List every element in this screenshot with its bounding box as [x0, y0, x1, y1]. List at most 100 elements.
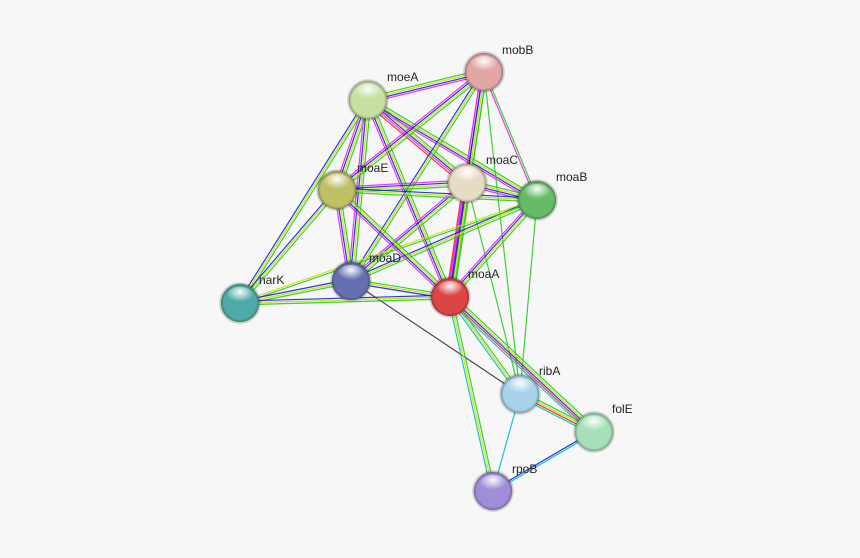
edge-moeA-moaA	[370, 98, 454, 297]
edge-moeA-moaC	[365, 102, 465, 187]
edge-moeA-moaC	[367, 99, 468, 184]
edge-folE-rpoB	[493, 432, 595, 493]
node-moaA[interactable]: moaA	[429, 267, 499, 318]
edge-moaE-moaA	[334, 191, 449, 300]
edge-moaB-narK	[239, 198, 537, 303]
edge-moaC-moaD	[349, 181, 467, 281]
node-label-moaC: moaC	[486, 153, 518, 167]
node-shade-ribA	[499, 373, 541, 415]
node-narK[interactable]: narK	[219, 273, 284, 324]
edge-moeA-narK	[237, 98, 367, 303]
node-moeA[interactable]: moeA	[347, 70, 418, 121]
node-moaE[interactable]: moaE	[316, 161, 388, 211]
edge-moaC-moaE	[336, 181, 467, 190]
node-highlight-moaA	[437, 281, 463, 299]
node-shade-narK	[219, 282, 261, 324]
nodes-layer: mobB moeA moaC moaB moaE moaD moaA narK ribA folE…	[219, 43, 633, 512]
edge-moaE-narK	[239, 189, 338, 304]
node-shade-mobB	[463, 51, 505, 93]
edge-mobB-moaD	[350, 71, 485, 282]
edge-moeA-moaC	[366, 100, 467, 185]
edge-mobB-moaD	[352, 72, 487, 283]
edge-moaA-folE	[449, 296, 595, 433]
node-label-moaA: moaA	[468, 267, 499, 281]
node-shade-moaA	[429, 276, 471, 318]
node-highlight-mobB	[471, 56, 497, 74]
edge-moaA-rpoB	[451, 296, 496, 491]
node-highlight-moeA	[355, 84, 381, 102]
edge-moeA-moaC	[368, 98, 469, 183]
edge-mobB-ribA	[483, 71, 521, 395]
node-ribA[interactable]: ribA	[499, 364, 560, 415]
edge-moaA-folE	[448, 297, 594, 434]
edge-mobB-moaE	[334, 69, 483, 189]
node-highlight-moaD	[338, 265, 364, 283]
edge-moeA-moaB	[366, 101, 536, 203]
edge-moeA-moaD	[349, 99, 368, 281]
edge-moaC-moaD	[351, 183, 469, 283]
edge-moaD-ribA	[350, 280, 521, 395]
edge-moeA-mobB	[368, 74, 485, 104]
node-shade-moaB	[516, 179, 558, 221]
edge-moaA-rpoB	[449, 296, 494, 492]
edge-moeA-moaB	[369, 97, 539, 199]
edge-moaC-moaA	[451, 183, 470, 298]
node-label-moaB: moaB	[556, 170, 587, 184]
edge-moeA-moaA	[364, 100, 448, 299]
node-moaB[interactable]: moaB	[516, 170, 587, 221]
edge-moaC-moaA	[453, 183, 472, 298]
edge-moeA-narK	[239, 99, 369, 304]
node-shade-moaC	[446, 162, 488, 204]
node-label-folE: folE	[612, 402, 633, 416]
edge-moaE-narK	[238, 188, 337, 303]
edge-moaA-narK	[239, 296, 451, 304]
node-moaC[interactable]: moaC	[446, 153, 518, 204]
node-highlight-folE	[581, 416, 607, 434]
edge-moaE-moaA	[335, 190, 450, 299]
edge-moaC-moaA	[449, 182, 468, 298]
edge-moeA-mobB	[367, 68, 484, 98]
edge-moaB-moaA	[451, 201, 540, 300]
node-label-moaE: moaE	[357, 161, 388, 175]
edge-moeA-moaA	[366, 100, 450, 298]
node-label-moaD: moaD	[369, 251, 401, 265]
edge-moaA-folE	[452, 293, 598, 430]
node-label-rpoB: rpoB	[512, 462, 537, 476]
edge-moeA-mobB	[368, 72, 485, 102]
edge-moeA-moaB	[368, 98, 538, 200]
node-highlight-narK	[227, 287, 253, 305]
edge-moaC-moaA	[445, 182, 464, 297]
edge-mobB-moaB	[484, 71, 539, 200]
edge-mobB-moaD	[348, 70, 483, 281]
edge-moaB-moaE	[336, 191, 537, 203]
node-rpoB[interactable]: rpoB	[472, 462, 537, 512]
edge-moaA-folE	[446, 299, 592, 436]
node-highlight-moaE	[324, 174, 350, 192]
edge-moeA-moaC	[370, 96, 470, 181]
edge-moaB-moaE	[337, 187, 538, 199]
edge-moaB-moaD	[351, 201, 538, 284]
edge-mobB-moaE	[337, 72, 485, 192]
node-highlight-rpoB	[480, 475, 506, 493]
node-shade-moeA	[347, 79, 389, 121]
node-moaD[interactable]: moaD	[330, 251, 401, 302]
edge-moaA-narK	[240, 298, 451, 306]
edge-moaB-moaA	[448, 198, 537, 297]
edge-moaB-moaE	[336, 189, 538, 201]
node-mobB[interactable]: mobB	[463, 43, 533, 93]
edge-mobB-moaB	[482, 72, 537, 201]
edge-moaC-moaA	[447, 182, 466, 297]
node-highlight-ribA	[507, 378, 533, 396]
node-shade-folE	[573, 411, 615, 453]
edge-moaC-moaD	[352, 184, 470, 284]
edge-moaC-moaE	[336, 179, 467, 188]
node-folE[interactable]: folE	[573, 402, 633, 453]
node-shade-moaE	[316, 169, 358, 211]
edge-moaB-moaA	[450, 200, 539, 299]
edge-moaA-folE	[450, 295, 596, 432]
edge-moaB-moaD	[350, 199, 538, 282]
edge-moaB-narK	[240, 200, 538, 305]
edge-moaB-moaA	[447, 197, 536, 296]
edge-moaA-rpoB	[447, 297, 492, 492]
